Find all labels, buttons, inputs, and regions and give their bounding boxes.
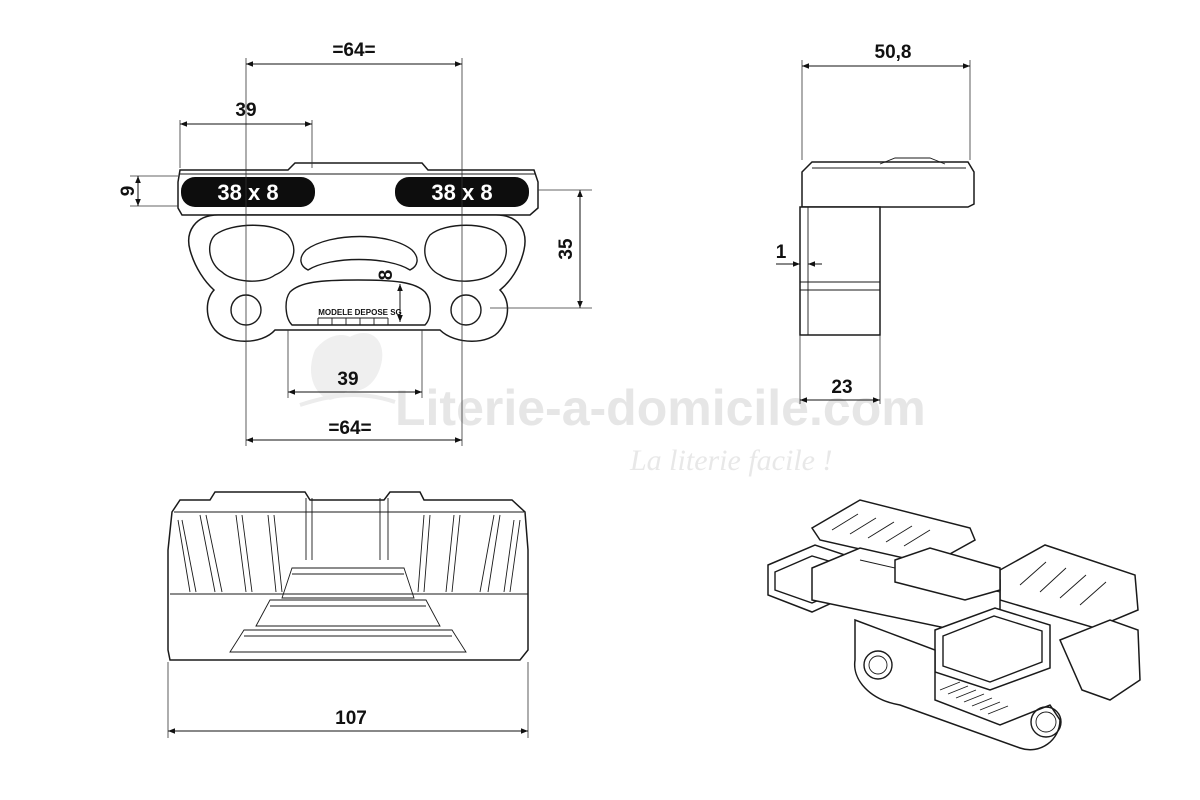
dim-slot-width: 39 — [235, 100, 256, 121]
side-view: 50,8 1 23 — [776, 42, 975, 404]
watermark-site: Literie-a-domicile.com — [395, 380, 926, 436]
top-view: 107 — [167, 491, 529, 738]
dim-inner-height: 8 — [376, 270, 397, 281]
dim-overall-depth: 50,8 — [875, 42, 912, 63]
front-view: 38 x 8 38 x 8 MODELE DEPOSE SG =64= — [118, 40, 592, 446]
dim-wall: 1 — [776, 242, 787, 263]
slot-left-label: 38 x 8 — [217, 180, 278, 205]
dim-bottom-spacing: =64= — [328, 418, 371, 439]
dim-body-depth: 23 — [831, 377, 852, 398]
dim-overall-width: 107 — [335, 708, 367, 729]
slot-left — [181, 177, 315, 207]
dim-top-spacing: =64= — [332, 40, 375, 61]
watermark-tagline: La literie facile ! — [629, 444, 832, 477]
watermark-leaf-logo-icon — [299, 332, 396, 407]
dim-slot-height: 9 — [118, 186, 139, 197]
isometric-view — [767, 499, 1141, 751]
hole-right — [450, 294, 482, 326]
watermark: Literie-a-domicile.com La literie facile… — [299, 332, 926, 477]
dim-total-height: 35 — [556, 238, 577, 260]
dim-bottom-width: 39 — [337, 369, 358, 390]
engraving-text: MODELE DEPOSE SG — [318, 308, 402, 317]
